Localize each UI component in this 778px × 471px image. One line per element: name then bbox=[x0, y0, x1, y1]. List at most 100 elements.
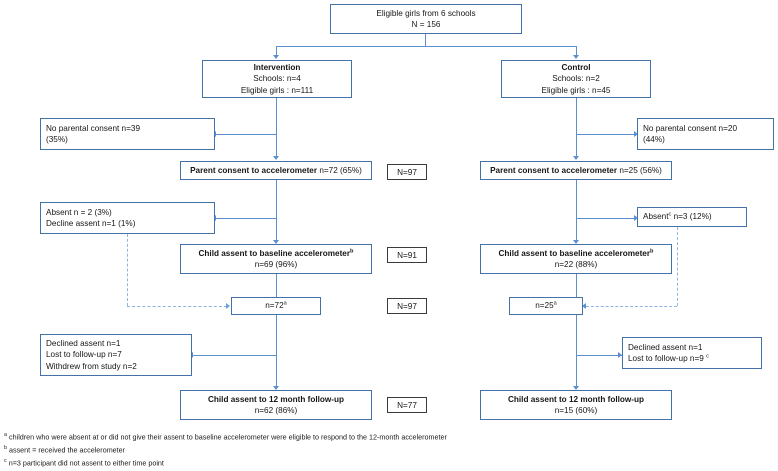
node-followup-intervention: Child assent to 12 month follow-up n=62 … bbox=[180, 390, 372, 420]
node-baseline-assent-control-sup: b bbox=[650, 248, 654, 255]
footnote-a-text: children who were absent at or did not g… bbox=[9, 432, 447, 442]
arrow-parentconsent-to-baseline-intervention-icon bbox=[273, 240, 279, 244]
node-absent-intervention-line1: Absent n = 2 (3%) bbox=[46, 207, 112, 217]
footnote-a: a children who were absent at or did not… bbox=[4, 430, 774, 443]
connector-to-intervention bbox=[276, 46, 277, 56]
node-followup-control-n: n=15 (60%) bbox=[554, 406, 598, 415]
node-attrition-control: Declined assent n=1 Lost to follow-up n=… bbox=[622, 337, 762, 369]
node-parent-consent-intervention-rest: n=72 (65%) bbox=[317, 165, 362, 175]
node-baseline-assent-intervention-bold: Child assent to baseline accelerometer bbox=[198, 248, 351, 258]
arrow-control-to-parentconsent-icon bbox=[573, 156, 579, 160]
arrow-intervention-to-parentconsent-icon bbox=[273, 156, 279, 160]
side-total-followup-label: N=77 bbox=[397, 400, 417, 410]
side-total-pool: N=97 bbox=[387, 298, 427, 314]
node-baseline-assent-control-n: n=22 (88%) bbox=[554, 260, 598, 269]
dashed-connector-intervention-exclusion-vertical bbox=[127, 234, 128, 306]
node-baseline-assent-control-title: Child assent to baseline accelerometerb bbox=[499, 248, 654, 259]
node-baseline-assent-intervention-sup: b bbox=[350, 248, 354, 255]
connector-intervention-to-parentconsent bbox=[276, 98, 277, 158]
arrow-to-intervention-icon bbox=[273, 55, 279, 59]
node-eligible-girls-line2: N = 156 bbox=[411, 20, 441, 29]
node-eligible-girls: Eligible girls from 6 schools N = 156 bbox=[330, 4, 522, 34]
node-absent-control-sup: c bbox=[668, 211, 672, 218]
node-parent-consent-intervention-text: Parent consent to accelerometer n=72 (65… bbox=[190, 165, 362, 176]
arrow-parentconsent-to-baseline-control-icon bbox=[573, 240, 579, 244]
side-total-parent-consent-label: N=97 bbox=[397, 167, 417, 177]
arrow-dashed-into-pool-intervention-icon bbox=[226, 303, 230, 309]
footnote-c: c n=3 participant did not assent to eith… bbox=[4, 456, 774, 469]
side-total-baseline-label: N=91 bbox=[397, 250, 417, 260]
arrow-control-exclusion-icon bbox=[634, 131, 638, 137]
side-total-parent-consent: N=97 bbox=[387, 164, 427, 180]
node-pool-control-value: n=25 bbox=[535, 301, 554, 311]
connector-control-exclusion-branch bbox=[576, 134, 638, 135]
connector-intervention-exclusion-branch bbox=[216, 134, 276, 135]
node-followup-control: Child assent to 12 month follow-up n=15 … bbox=[480, 390, 672, 420]
node-pool-control-sup: a bbox=[553, 300, 557, 307]
node-no-parental-consent-intervention: No parental consent n=39 (35%) bbox=[40, 118, 215, 150]
node-parent-consent-control-rest: n=25 (56%) bbox=[617, 165, 662, 175]
connector-baseline-to-pool-control bbox=[576, 274, 577, 300]
connector-to-control bbox=[576, 46, 577, 56]
node-pool-intervention-sup: a bbox=[283, 300, 287, 307]
arrow-dashed-into-pool-control-icon bbox=[582, 303, 586, 309]
footnote-c-marker: c bbox=[4, 457, 7, 464]
node-attrition-intervention-line1: Declined assent n=1 bbox=[46, 339, 121, 349]
arrow-pool-to-followup-control-icon bbox=[573, 386, 579, 390]
node-control: Control Schools: n=2 Eligible girls : n=… bbox=[501, 60, 651, 98]
node-pool-intervention: n=72a bbox=[231, 297, 321, 315]
node-intervention-schools: Schools: n=4 bbox=[253, 74, 301, 84]
node-no-parental-consent-control-line1: No parental consent n=20 bbox=[643, 123, 737, 133]
node-control-title: Control bbox=[561, 63, 591, 73]
node-eligible-girls-line1: Eligible girls from 6 schools bbox=[376, 8, 476, 18]
node-baseline-assent-intervention-n: n=69 (96%) bbox=[254, 260, 298, 269]
footnotes: a children who were absent at or did not… bbox=[4, 430, 774, 469]
node-parent-consent-control-text: Parent consent to accelerometer n=25 (56… bbox=[490, 165, 662, 176]
node-attrition-intervention-line2: Lost to follow-up n=7 bbox=[46, 350, 122, 360]
node-control-schools: Schools: n=2 bbox=[552, 74, 600, 84]
node-intervention: Intervention Schools: n=4 Eligible girls… bbox=[202, 60, 352, 98]
arrow-pool-to-followup-intervention-icon bbox=[273, 386, 279, 390]
node-parent-consent-intervention-bold: Parent consent to accelerometer bbox=[190, 165, 318, 175]
node-attrition-control-line1: Declined assent n=1 bbox=[628, 342, 703, 352]
arrow-to-control-icon bbox=[573, 55, 579, 59]
node-absent-control: Absentc n=3 (12%) bbox=[637, 207, 747, 227]
node-attrition-control-line2: Lost to follow-up n=9 c bbox=[628, 353, 709, 364]
node-intervention-title: Intervention bbox=[253, 63, 301, 73]
node-parent-consent-intervention: Parent consent to accelerometer n=72 (65… bbox=[180, 161, 372, 180]
footnote-b-text: assent = received the accelerometer bbox=[9, 445, 126, 455]
node-absent-control-text: Absentc n=3 (12%) bbox=[643, 211, 712, 222]
footnote-a-marker: a bbox=[4, 432, 7, 438]
node-absent-decline-intervention: Absent n = 2 (3%) Decline assent n=1 (1%… bbox=[40, 202, 215, 234]
dashed-connector-intervention-exclusion-horizontal bbox=[127, 306, 227, 307]
node-followup-intervention-title: Child assent to 12 month follow-up bbox=[207, 394, 344, 404]
connector-parentconsent-to-baseline-intervention bbox=[276, 180, 277, 242]
connector-eligible-stem bbox=[425, 34, 426, 46]
footnote-b-marker: b bbox=[4, 444, 7, 451]
node-attrition-intervention-line3: Withdrew from study n=2 bbox=[46, 361, 137, 371]
node-absent-control-prefix: Absent bbox=[643, 212, 669, 222]
node-baseline-assent-intervention-title: Child assent to baseline accelerometerb bbox=[199, 248, 354, 259]
arrow-baseline-exclusion-control-icon bbox=[634, 215, 638, 221]
footnote-c-text: n=3 participant did not assent to either… bbox=[8, 458, 164, 468]
connector-control-to-parentconsent bbox=[576, 98, 577, 158]
footnote-b: b assent = received the accelerometer bbox=[4, 443, 774, 456]
connector-pool-to-followup-intervention bbox=[276, 315, 277, 388]
connector-split-bar bbox=[276, 46, 576, 47]
dashed-connector-control-exclusion-vertical bbox=[677, 227, 678, 306]
node-parent-consent-control-bold: Parent consent to accelerometer bbox=[490, 165, 618, 175]
side-total-pool-label: N=97 bbox=[397, 301, 417, 311]
node-pool-control: n=25a bbox=[509, 297, 583, 315]
node-no-parental-consent-intervention-line1: No parental consent n=39 bbox=[46, 123, 140, 133]
side-total-baseline: N=91 bbox=[387, 247, 427, 263]
node-attrition-control-line2-sup: c bbox=[706, 353, 709, 360]
node-attrition-control-line2-text: Lost to follow-up n=9 bbox=[628, 354, 707, 363]
node-no-parental-consent-control-line2: (44%) bbox=[643, 135, 665, 144]
connector-parentconsent-to-baseline-control bbox=[576, 180, 577, 242]
node-pool-intervention-text: n=72a bbox=[265, 300, 287, 311]
arrow-followup-attrition-control-icon bbox=[618, 352, 622, 358]
connector-baseline-exclusion-branch-intervention bbox=[216, 218, 276, 219]
side-total-followup: N=77 bbox=[387, 397, 427, 413]
node-no-parental-consent-control: No parental consent n=20 (44%) bbox=[637, 118, 774, 150]
